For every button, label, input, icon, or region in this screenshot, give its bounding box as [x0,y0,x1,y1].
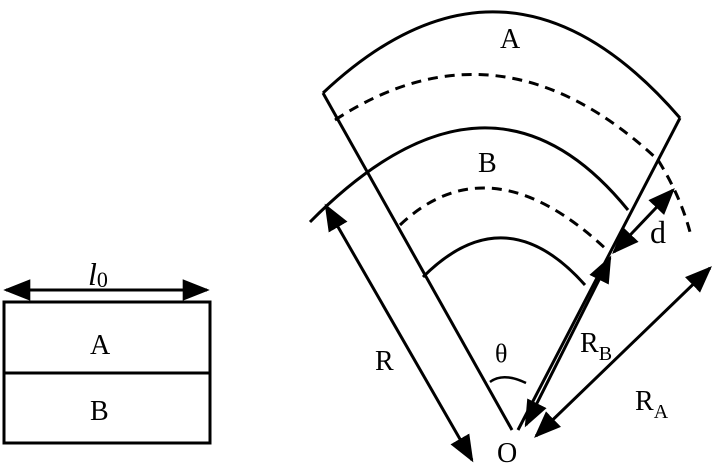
radius-rb-label: RB [580,328,612,365]
bent-label-a: A [500,24,521,55]
origin-label: O [497,438,517,464]
radius-r-label: R [375,346,394,377]
midline-b [398,186,609,252]
right-edge [516,117,682,431]
length-label: l0 [88,256,108,292]
thickness-arrow [612,188,675,254]
interface-arc [308,126,630,224]
angle-label: θ [495,339,507,368]
thickness-label: d [650,214,666,250]
bent-label-b: B [478,148,497,179]
outer-arc-a [321,10,682,119]
strip-label-b: B [90,396,109,427]
radius-r-arrow [324,203,474,463]
midline-a [334,73,692,233]
strip-label-a: A [90,330,111,361]
radius-ra-arrow [534,266,712,438]
inner-arc-b [421,236,587,286]
radius-ra-label: RA [635,386,669,423]
angle-arc [489,376,527,385]
